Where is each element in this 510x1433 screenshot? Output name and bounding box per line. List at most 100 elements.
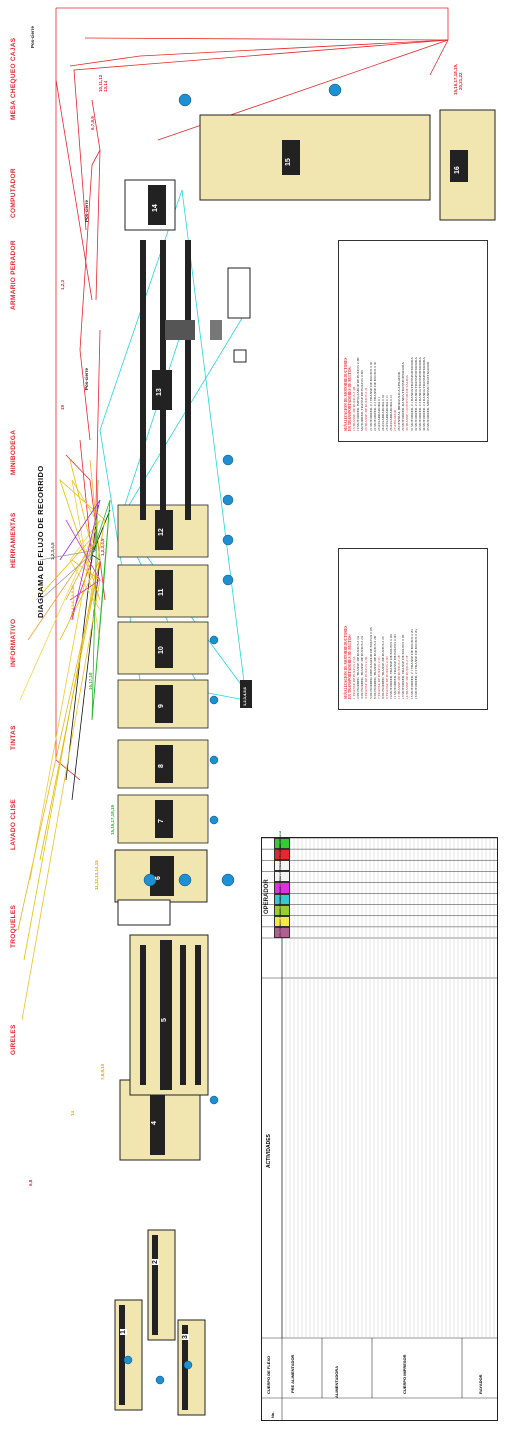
machine-label-3: 3 (182, 1334, 189, 1340)
machine-label-12: 12 (158, 528, 165, 536)
conveyor-15-long (200, 115, 430, 200)
station-troqueles: TROQUELES (10, 905, 17, 948)
machine-6 (115, 850, 207, 925)
annotation-11-15: 11,12,13,14,15 (94, 860, 99, 890)
annotation-20-22: 20,21,22 (458, 72, 463, 90)
operator-header-label: Jefe Flexo (278, 924, 282, 938)
machine-label-15: 15 (285, 158, 292, 166)
operator-table-grid (262, 838, 497, 1420)
annotation-pos-cierre-minibodega: Pos-cierre (84, 368, 89, 390)
table-section-alimentadora: ALIMENTADORA (334, 1366, 339, 1398)
machine-4-5 (120, 935, 208, 1160)
conveyor-13-rail-c (185, 240, 191, 520)
table-section-cuerpo-impresor: CUERPO IMPRESOR (402, 1354, 407, 1394)
motor-icon (210, 756, 218, 764)
machine-5-bar-d (195, 945, 201, 1085)
station-armario-perador: ARMARIO PERADOR (10, 240, 17, 310)
red-route-7 (56, 80, 92, 300)
legend-line: 31 MOTORRED. # 1 BANDA TRANSPORTADORA (410, 357, 414, 431)
legend-line: 15 MOTORRED. # 1 TRANSP. DE BULTOS # 2G (410, 626, 414, 699)
table-col-actividades: ACTIVIDADES (266, 1134, 272, 1168)
legend-line: 16 MOTORRED. # 2 TRANSP. DE BULTOS # 2G (414, 626, 418, 699)
diagram-title: DIAGRAMA DE FLUJO DE RECORRIDO (36, 465, 45, 618)
legend-motors-left: SEÑALIZACION DE MOTORREDUCTORES EN TRANS… (338, 548, 488, 710)
motor-icon (210, 636, 218, 644)
annotation-7-10: 7,8,9,10 (100, 1064, 105, 1080)
station-minibodega: MINIBODEGA (10, 430, 17, 475)
machine-label-5: 5 (161, 1018, 168, 1022)
station-herramientas: HERRAMIENTAS (10, 513, 17, 568)
magenta-route-2 (60, 500, 100, 620)
operator-header-cell: Super. Flexo (274, 916, 290, 927)
machine-label-13: 13 (156, 388, 163, 396)
machine-label-14: 14 (152, 204, 159, 212)
annotation-16-18: 16,17,18 (88, 672, 93, 690)
table-col-no: No. (270, 1412, 275, 1418)
operator-header-cell: Cuadro Flexo (274, 894, 290, 905)
motor-icon (329, 84, 341, 96)
motor-icon (156, 1376, 164, 1384)
operator-header-cell: Operador Flexo (274, 871, 290, 882)
table-section-pre-alimentador: PRE ALIMENTADOR (290, 1355, 295, 1393)
legend-left-content: SEÑALIZACION DE MOTORREDUCTORES EN TRANS… (344, 626, 418, 699)
conveyor-13-rail-a (140, 240, 146, 520)
annotation-center-tag: 1,2,3,4,5,6 (242, 687, 247, 706)
motor-icon (184, 1361, 192, 1369)
machine-6-base (118, 900, 170, 925)
feeders (115, 1230, 205, 1415)
annotation-19: 19 (60, 405, 65, 410)
machine-label-4: 4 (151, 1121, 158, 1125)
machine-label-10: 10 (158, 646, 165, 654)
machine-16 (440, 110, 495, 220)
operator-header-cell: Asist. Troquel (274, 838, 290, 849)
legend-right-content: SEÑALIZACION DE MOTORREDUCTORES EN TRANS… (344, 357, 430, 431)
motor-icon (210, 1096, 218, 1104)
motor-icon (222, 874, 234, 886)
conveyor-13 (140, 240, 250, 520)
annotation-6-8: 6,8 (28, 1180, 33, 1186)
annotation-pos-cierre: Pos-cierre (30, 26, 35, 48)
legend-line: 35 MOTORRED. MECANISMO PALETIZADOR (426, 357, 430, 431)
red-route-6 (56, 8, 80, 780)
feeder-1-bar (119, 1305, 125, 1405)
table-col-cuerpo: CUERPO DE FLEXO (266, 1356, 271, 1394)
legend-motors-right: SEÑALIZACION DE MOTORREDUCTORES EN TRANS… (338, 240, 488, 442)
operator-header-cell: Auxiliar Bodega (274, 905, 290, 916)
machine-label-7: 7 (158, 819, 165, 823)
motor-icon (223, 575, 233, 585)
annotation-15-19-b: 15,16,17,18,19 (110, 805, 115, 835)
machine-label-1: 1 (120, 1329, 127, 1335)
annotation-6-7-8-9: 6,7,8,9 (90, 116, 95, 130)
machine-label-11: 11 (158, 589, 165, 596)
machine-label-2: 2 (152, 1259, 159, 1265)
machine-label-6: 6 (155, 876, 162, 880)
red-route-8 (92, 100, 100, 300)
operator-header-cell: Operador Troqueles (274, 860, 290, 871)
annotation-1-5-gray: 1,2,3,4,5 (50, 542, 55, 560)
operator-header-cell: Jefe Flexo (274, 927, 290, 938)
station-gireles: GIRELES (10, 1024, 17, 1055)
motor-icon (179, 874, 191, 886)
motor-icon (210, 696, 218, 704)
station-mesa-chequeo-cajas: MESA CHEQUEO CAJAS (10, 38, 17, 120)
conveyor-13-box (228, 268, 250, 318)
machine-label-16: 16 (454, 166, 461, 174)
machine-label-8: 8 (158, 764, 165, 768)
conveyor-13-gear-b (210, 320, 222, 340)
machine-5-bar-b (160, 940, 172, 1090)
machine-5-bar-a (140, 945, 146, 1085)
station-computador: COMPUTADOR (10, 168, 17, 218)
motor-icon (210, 816, 218, 824)
motor-icon (223, 455, 233, 465)
feeder-2-bar (152, 1235, 158, 1335)
station-tintas: TINTAS (10, 725, 17, 750)
yellow-route-8 (22, 560, 100, 1020)
annotation-1-2-3: 1,2,3 (60, 280, 65, 290)
annotation-13-14: 13,14 (103, 81, 108, 92)
operator-header-cell: Auxiliar Flexo (274, 882, 290, 893)
operator-header-cell: Asist. Reemplazo (274, 849, 290, 860)
conveyor-13-gear-a (165, 320, 195, 340)
annotation-pos-cierre-computador: Pos-cierre (84, 200, 89, 222)
